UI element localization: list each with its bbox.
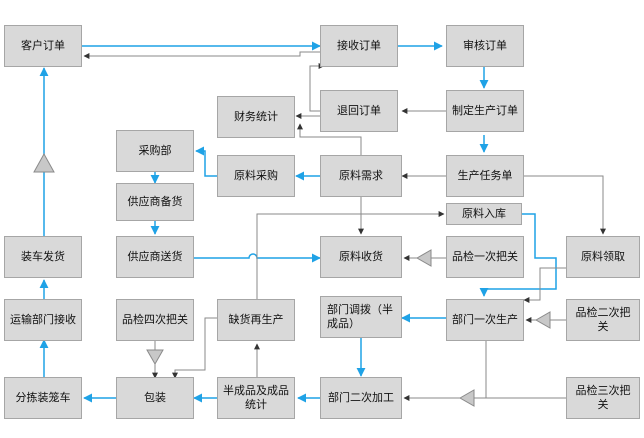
triangle-symbols	[33, 152, 551, 407]
edge-inbound-to-first-production	[479, 213, 557, 297]
node-finance-stats: 财务统计	[217, 96, 295, 138]
edge-task-to-pick	[524, 175, 606, 235]
node-transport-receive: 运输部门接收	[4, 299, 82, 341]
gray-edges	[83, 51, 606, 401]
node-loading-shipping: 装车发货	[4, 236, 82, 278]
triangle-icon	[458, 389, 475, 407]
node-shortage-reproduce: 缺货再生产	[217, 299, 295, 341]
triangle-icon	[415, 249, 432, 267]
blue-edges	[39, 41, 557, 403]
node-purchasing-dept: 采购部	[116, 130, 194, 172]
node-qc-third: 品检三次把关	[566, 377, 640, 419]
triangle-icon	[534, 311, 551, 329]
edge-first-production-down	[485, 340, 566, 399]
node-sort-package-cage: 分拣装笼车	[4, 377, 82, 419]
node-raw-material-pick: 原料领取	[566, 236, 640, 278]
node-dept-second-processing: 部门二次加工	[320, 377, 402, 419]
node-dept-first-production: 部门一次生产	[446, 299, 524, 341]
node-dept-transfer: 部门调拨（半成品）	[320, 296, 402, 338]
node-production-task-order: 生产任务单	[446, 155, 524, 197]
edge-shortage-to-packaging	[172, 317, 217, 379]
node-supplier-stock: 供应商备货	[116, 183, 194, 221]
node-qc-second: 品检二次把关	[566, 299, 640, 341]
node-semi-finished-stats: 半成品及成品统计	[217, 377, 295, 419]
node-customer-order: 客户订单	[4, 25, 82, 67]
node-qc-first: 品检一次把关	[446, 236, 524, 278]
node-make-production-order: 制定生产订单	[446, 90, 524, 132]
node-raw-material-demand: 原料需求	[320, 155, 402, 197]
node-raw-material-purchase: 原料采购	[217, 155, 295, 197]
node-supplier-delivery: 供应商送货	[116, 236, 194, 278]
node-qc-fourth: 品检四次把关	[116, 299, 194, 341]
triangle-icon	[146, 349, 164, 366]
node-raw-material-receive: 原料收货	[320, 236, 402, 278]
edge-receive-to-customer	[83, 51, 320, 59]
edge-shortage-to-inbound	[256, 211, 445, 300]
node-return-order: 退回订单	[320, 90, 398, 132]
node-packaging: 包装	[116, 377, 194, 419]
edge-return-to-receive	[309, 63, 325, 112]
node-review-order: 审核订单	[446, 25, 524, 67]
edge-pick-to-first-production	[523, 267, 566, 303]
node-receive-order: 接收订单	[320, 25, 398, 67]
node-raw-material-inbound: 原料入库	[446, 203, 522, 225]
edge-purchase-to-purchasing-dept	[195, 146, 217, 177]
triangle-icon	[33, 152, 55, 173]
edge-demand-to-finance	[297, 123, 362, 155]
